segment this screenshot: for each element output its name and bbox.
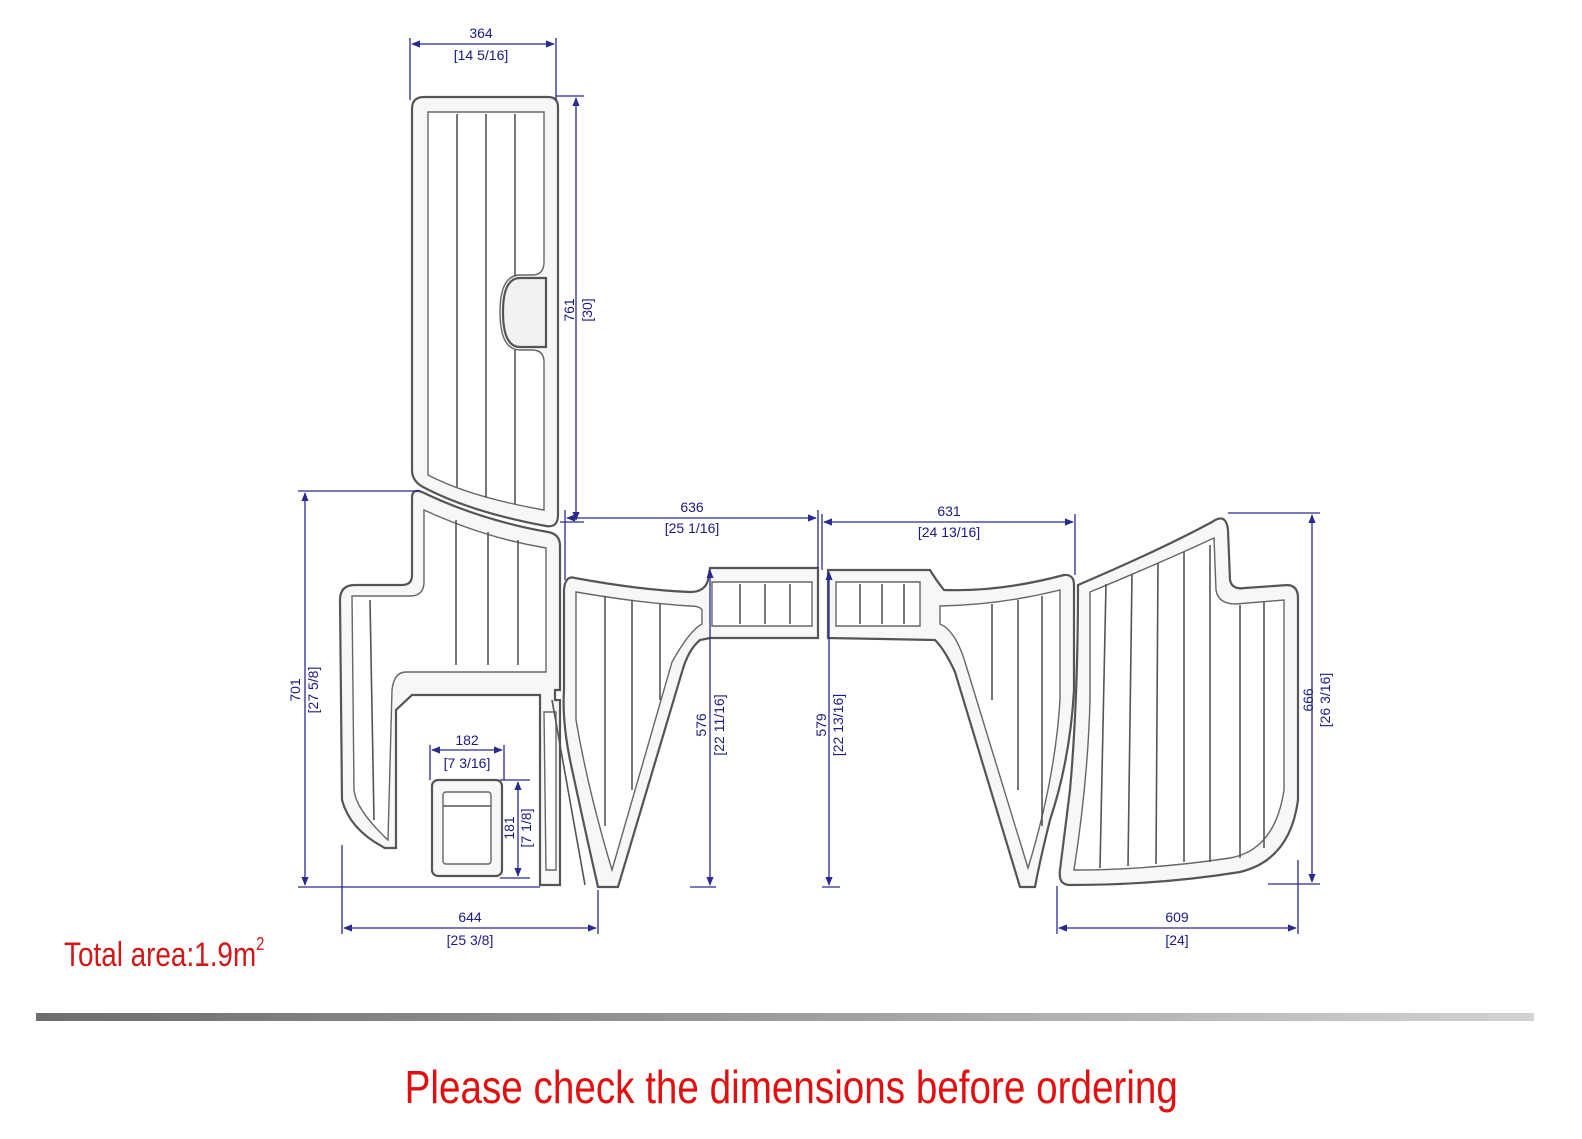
dim-top-height-in: [30] [579,298,595,321]
dim-right-width-mm: 609 [1165,909,1189,925]
total-area-superscript: 2 [256,934,265,954]
dim-top-width-mm: 364 [469,25,493,41]
pad-right [1058,517,1300,887]
pad-mid-left [562,566,820,889]
dim-hatch-width-in: [7 3/16] [444,755,491,771]
dim-right-width-in: [24] [1165,932,1188,948]
dim-mid-left-width-in: [25 1/16] [665,520,720,536]
dim-top-width-in: [14 5/16] [454,47,509,63]
pad-mid-right [826,568,1076,889]
dim-mid-right-height-in: [22 13/16] [830,694,846,756]
warning-message: Please check the dimensions before order… [0,1060,1582,1114]
total-area-label: Total area:1.9m2 [64,934,265,975]
dim-mid-right-height-mm: 579 [813,713,829,737]
warning-text: Please check the dimensions before order… [404,1061,1178,1113]
dim-left-height-in: [27 5/8] [305,667,321,714]
dimension-labels: 364 [14 5/16] 761 [30] 701 [27 5/8] 182 … [287,25,1333,948]
pad-top [410,95,560,528]
dim-hatch-height-in: [7 1/8] [518,809,534,848]
hatch-cover [430,778,504,878]
dim-mid-left-height-in: [22 11/16] [711,694,727,755]
dim-left-height-mm: 701 [287,678,303,702]
dim-hatch-height-mm: 181 [501,816,517,840]
dim-hatch-width-mm: 182 [455,732,479,748]
divider-bar [36,1013,1534,1021]
pad-left [338,489,586,887]
dim-mid-right-width-mm: 631 [937,503,961,519]
dim-left-width-mm: 644 [458,909,482,925]
dim-right-height-in: [26 3/16] [1317,673,1333,728]
total-area-text: Total area:1.9m [64,936,257,974]
dim-mid-right-width-in: [24 13/16] [918,524,980,540]
dim-mid-left-height-mm: 576 [693,713,709,737]
dim-top-height-mm: 761 [561,298,577,322]
dim-left-width-in: [25 3/8] [447,932,494,948]
dim-right-height-mm: 666 [1300,688,1316,712]
dimension-lines [298,38,1320,934]
dim-mid-left-width-mm: 636 [680,499,704,515]
